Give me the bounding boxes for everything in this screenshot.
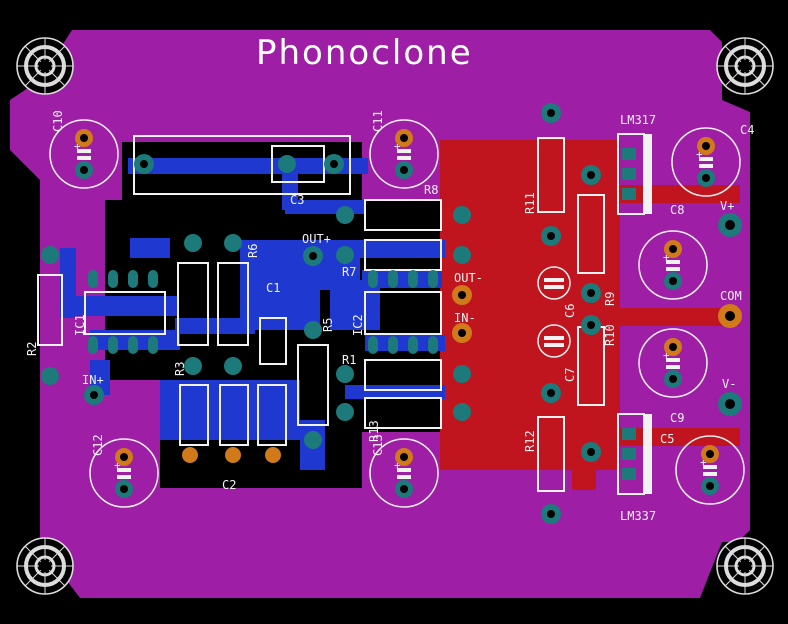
label-c10: C10 <box>51 110 65 132</box>
top-copper-trace-com <box>620 308 740 326</box>
label-ic2: IC2 <box>351 314 365 336</box>
label-c9: C9 <box>670 411 684 425</box>
label-r3: R3 <box>173 362 187 376</box>
label-c8: C8 <box>670 203 684 217</box>
label-r13: R13 <box>367 420 381 442</box>
label-c6: C6 <box>563 304 577 318</box>
label-c4: C4 <box>740 123 754 137</box>
label-out-minus: OUT- <box>454 271 483 285</box>
label-r12: R12 <box>523 430 537 452</box>
cap-c6 <box>537 266 571 300</box>
label-r8: R8 <box>424 183 438 197</box>
label-r10: R10 <box>603 324 617 346</box>
label-r2: R2 <box>25 342 39 356</box>
label-r1: R1 <box>342 353 356 367</box>
label-c13: C13 <box>371 434 385 456</box>
label-c5: C5 <box>660 432 674 446</box>
label-r6: R6 <box>246 244 260 258</box>
label-lm337: LM337 <box>620 509 656 523</box>
label-com: COM <box>720 289 742 303</box>
board-title: Phonoclone <box>256 33 473 73</box>
label-v-plus: V+ <box>720 199 734 213</box>
label-in-plus: IN+ <box>82 373 104 387</box>
label-in-minus: IN- <box>454 311 476 325</box>
label-v-minus: V- <box>722 377 736 391</box>
mounting-hole-tr <box>715 36 775 96</box>
mounting-hole-br <box>715 536 775 596</box>
label-r5: R5 <box>321 318 335 332</box>
top-copper-trace-vminus <box>620 428 740 446</box>
label-r7: R7 <box>342 265 356 279</box>
label-r11: R11 <box>523 192 537 214</box>
label-ic1: IC1 <box>73 314 87 336</box>
label-c12: C12 <box>91 434 105 456</box>
label-c7: C7 <box>563 368 577 382</box>
mounting-hole-tl <box>15 36 75 96</box>
label-c11: C11 <box>371 110 385 132</box>
resistor-bodies <box>37 135 605 492</box>
regulator-lm317 <box>617 133 652 215</box>
label-c3: C3 <box>290 193 304 207</box>
label-c2: C2 <box>222 478 236 492</box>
label-r9: R9 <box>603 292 617 306</box>
label-out-plus: OUT+ <box>302 232 331 246</box>
label-lm317: LM317 <box>620 113 656 127</box>
pads <box>41 103 742 524</box>
cap-c7 <box>537 324 571 358</box>
mounting-hole-bl <box>15 536 75 596</box>
label-c1: C1 <box>266 281 280 295</box>
regulator-lm337 <box>617 413 652 495</box>
